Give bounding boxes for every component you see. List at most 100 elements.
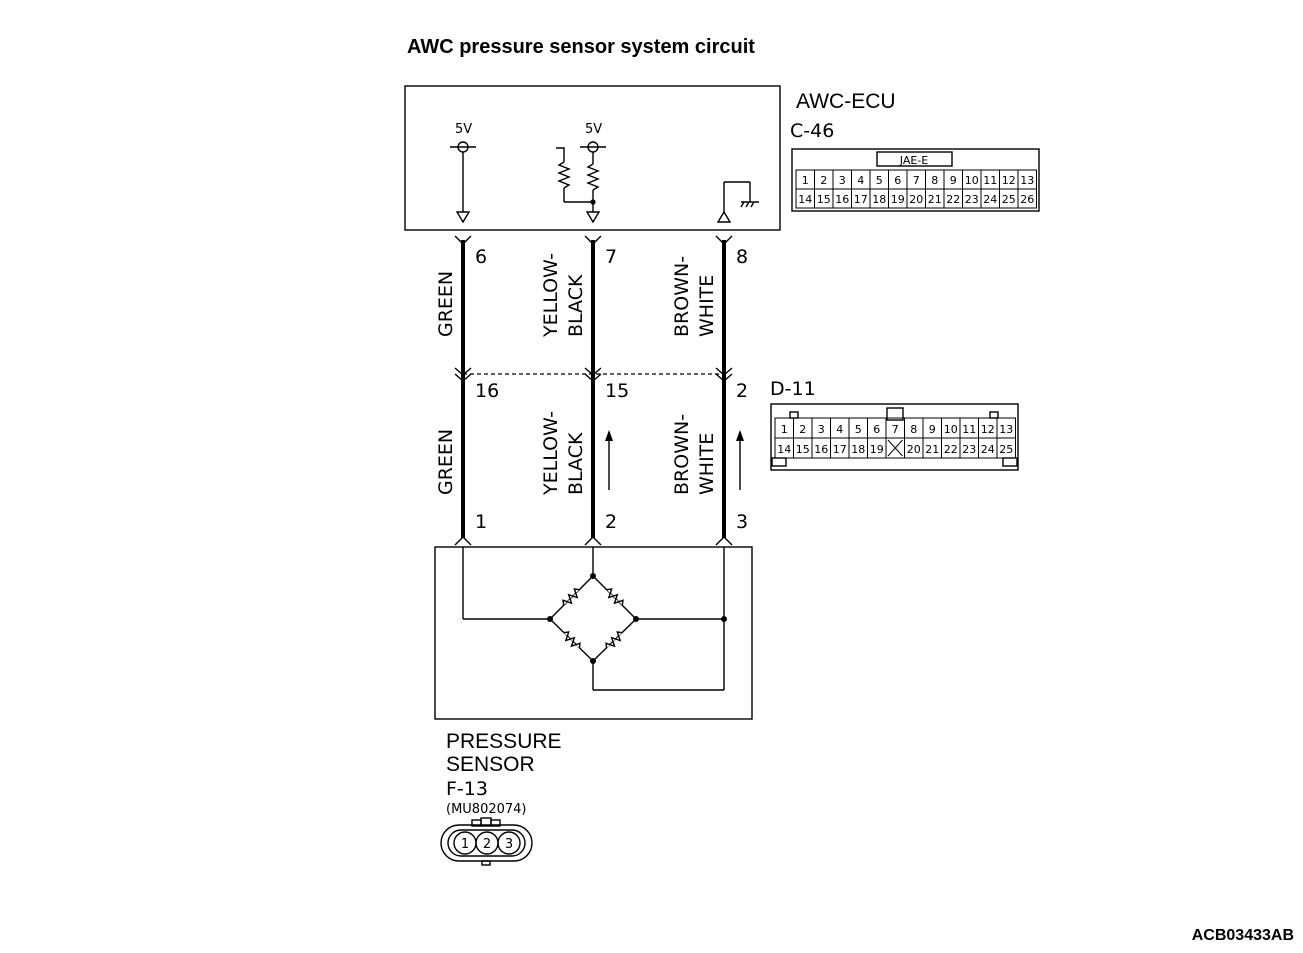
d11-cell-label: 1 <box>781 423 788 436</box>
f13-pin-1: 1 <box>461 837 469 852</box>
svg-text:BROWN-: BROWN- <box>671 256 693 337</box>
c46-cell-label: 7 <box>913 174 920 187</box>
d11-cell-label: 16 <box>814 443 828 456</box>
ecu-pin-8: 8 <box>736 246 748 268</box>
d11-cell-label: 6 <box>873 423 880 436</box>
ecu-box <box>404 85 781 231</box>
sensor-pin-markers <box>454 536 733 546</box>
svg-text:WHITE: WHITE <box>696 275 718 337</box>
ecu-supply-2: 5V <box>556 122 606 224</box>
c46-cell-label: 17 <box>854 193 868 206</box>
ecu-pin-7: 7 <box>605 246 617 268</box>
mid-connector-id: D-11 <box>770 378 816 400</box>
resistor-icon-2 <box>557 161 571 189</box>
c46-cell-label: 5 <box>876 174 883 187</box>
c46-cell-label: 6 <box>894 174 901 187</box>
signal-arrow-icon-2 <box>736 430 744 490</box>
c46-cell-label: 19 <box>891 193 905 206</box>
f13-pin-2: 2 <box>483 837 491 852</box>
wire-label-upper-3: BROWN- WHITE <box>671 256 718 337</box>
d11-cell-label: 24 <box>981 443 995 456</box>
d11-cell-label: 8 <box>910 423 917 436</box>
d11-blank-cavity <box>887 439 903 457</box>
mid-connector-markers <box>454 367 733 382</box>
c46-cell-label: 14 <box>798 193 812 206</box>
d11-cell-label: 11 <box>962 423 976 436</box>
svg-text:YELLOW-: YELLOW- <box>540 411 562 496</box>
c46-cell-label: 10 <box>965 174 979 187</box>
d11-cell-label: 2 <box>799 423 806 436</box>
ecu-ground <box>716 181 759 223</box>
resistor-icon <box>586 163 600 191</box>
c46-cell-label: 26 <box>1020 193 1034 206</box>
d11-cell-label: 5 <box>855 423 862 436</box>
d11-cell-label: 17 <box>833 443 847 456</box>
c46-cell-label: 15 <box>817 193 831 206</box>
supply-label-2: 5V <box>585 122 602 137</box>
c46-cell-label: 4 <box>857 174 864 187</box>
c46-cell-label: 20 <box>909 193 923 206</box>
c46-cell-label: 21 <box>928 193 942 206</box>
d11-cell-label: 25 <box>999 443 1013 456</box>
bridge-resistor-icon-1 <box>562 588 580 606</box>
d11-cell-label: 23 <box>962 443 976 456</box>
sensor-connector-id: F-13 <box>446 778 488 800</box>
d11-cell-label: 12 <box>981 423 995 436</box>
jae-label: JAE-E <box>899 154 928 167</box>
mid-pin-2: 2 <box>736 380 748 402</box>
svg-text:BROWN-: BROWN- <box>671 414 693 495</box>
mid-pin-15: 15 <box>605 380 629 402</box>
bridge-resistor-icon-3 <box>563 631 581 649</box>
d11-cell <box>996 437 1016 459</box>
sensor-pin-1: 1 <box>475 511 487 533</box>
c46-cell-label: 18 <box>872 193 886 206</box>
c46-cell-label: 23 <box>965 193 979 206</box>
d11-cell-label: 18 <box>851 443 865 456</box>
d11-cell-label: 9 <box>929 423 936 436</box>
c46-cell-label: 11 <box>983 174 997 187</box>
bridge-resistor-icon-2 <box>606 588 624 606</box>
c46-cell-label: 16 <box>835 193 849 206</box>
d11-cell-label: 14 <box>777 443 791 456</box>
svg-text:GREEN: GREEN <box>435 429 457 495</box>
bridge-resistor-icon-4 <box>605 631 623 649</box>
ecu-supply-1: 5V <box>450 122 476 224</box>
d11-cell-label: 3 <box>818 423 825 436</box>
c46-cell-label: 1 <box>802 174 809 187</box>
wire-label-upper-2: YELLOW- BLACK <box>540 253 587 338</box>
d11-cell-label: 13 <box>999 423 1013 436</box>
ecu-name: AWC-ECU <box>796 90 896 113</box>
sensor-pin-3: 3 <box>736 511 748 533</box>
d11-cell-label: 19 <box>870 443 884 456</box>
sensor-pin-2: 2 <box>605 511 617 533</box>
ecu-connector-id: C-46 <box>790 120 834 142</box>
c46-cell-label: 25 <box>1002 193 1016 206</box>
ecu-pin-markers <box>454 235 733 245</box>
wire-label-lower-1: GREEN <box>435 429 457 495</box>
c46-cell-label: 3 <box>839 174 846 187</box>
sensor-connector-face: 1 2 3 <box>440 817 533 866</box>
d11-cell-label: 20 <box>907 443 921 456</box>
f13-pin-3: 3 <box>505 837 513 852</box>
ecu-pin-6: 6 <box>475 246 487 268</box>
d11-cell-label: 7 <box>892 423 899 436</box>
c46-cell-label: 9 <box>950 174 957 187</box>
figure-code: ACB03433AB <box>1192 927 1294 944</box>
sensor-name-line2: SENSOR <box>446 753 535 776</box>
sensor-part-number: (MU802074) <box>446 802 527 817</box>
svg-text:WHITE: WHITE <box>696 433 718 495</box>
signal-arrow-icon-1 <box>605 430 613 490</box>
c46-cell <box>1017 188 1037 209</box>
d11-cell-label: 10 <box>944 423 958 436</box>
mid-pin-16: 16 <box>475 380 499 402</box>
c46-cell-label: 12 <box>1002 174 1016 187</box>
c46-cell-label: 22 <box>946 193 960 206</box>
sensor-name-line1: PRESSURE <box>446 730 562 753</box>
wire-label-upper-1: GREEN <box>435 271 457 337</box>
d11-cell-label: 22 <box>944 443 958 456</box>
svg-text:GREEN: GREEN <box>435 271 457 337</box>
svg-text:BLACK: BLACK <box>565 432 587 495</box>
